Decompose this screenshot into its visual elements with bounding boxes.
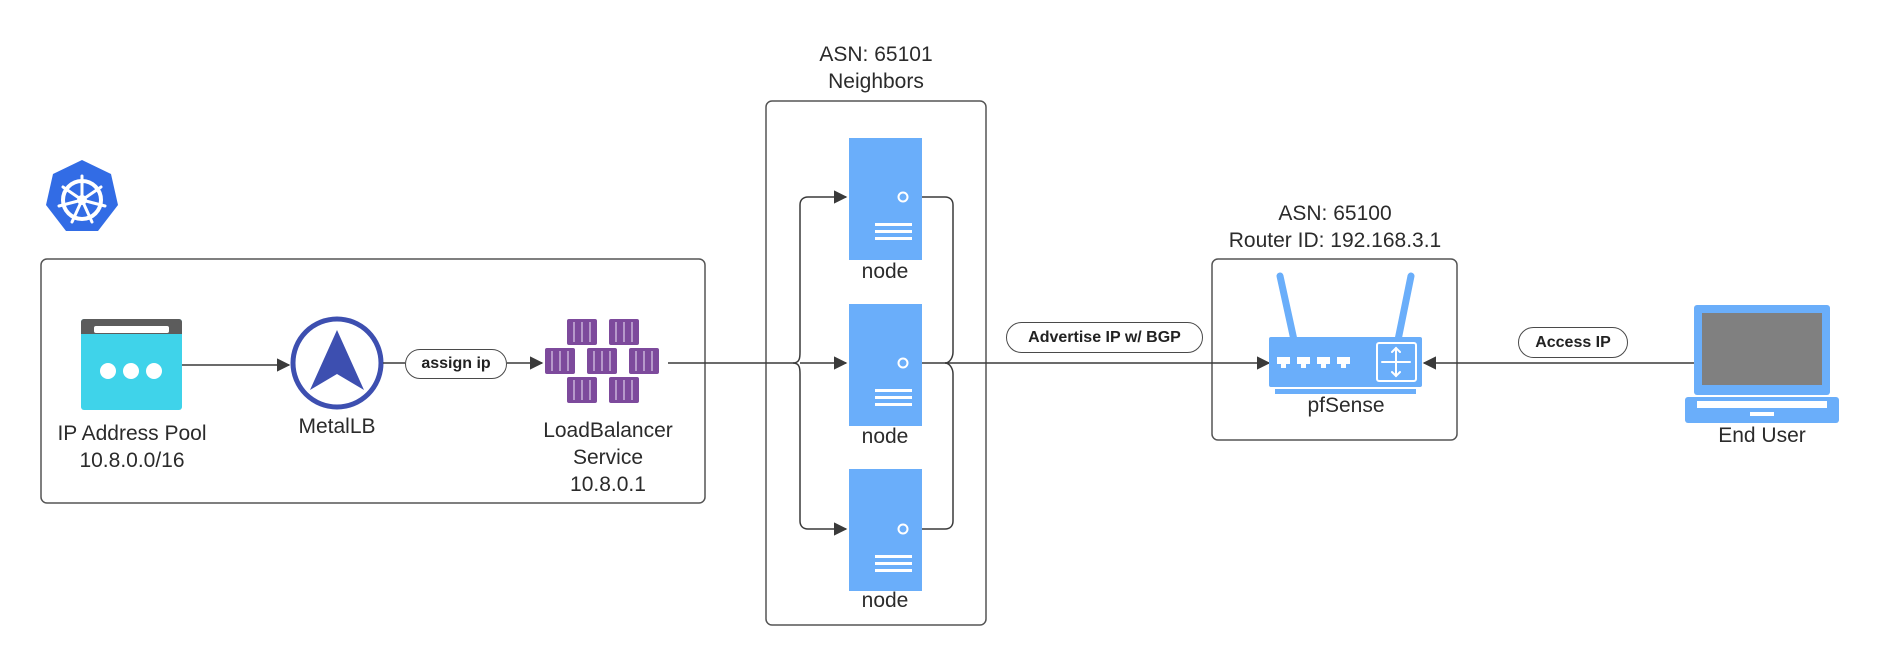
metallb-label: MetalLB — [298, 415, 376, 438]
router-box — [1211, 258, 1458, 441]
load-balancer-icon — [543, 317, 661, 405]
neighbors-asn: ASN: 65101 — [819, 43, 933, 66]
loadbalancer-ip: 10.8.0.1 — [570, 473, 646, 496]
nodes-to-router-connector — [922, 196, 1271, 530]
node-label: node — [861, 425, 909, 448]
laptop-icon — [1685, 305, 1839, 423]
metallb-icon — [290, 316, 384, 410]
lb-to-nodes-connector — [668, 190, 848, 536]
ip-pool-icon — [81, 319, 182, 410]
router-icon — [1269, 272, 1422, 394]
server-icon — [849, 469, 922, 591]
kubernetes-icon — [46, 160, 118, 231]
router-asn: ASN: 65100 — [1278, 202, 1392, 225]
neighbors-title: Neighbors — [828, 70, 924, 93]
access-ip-label: Access IP — [1518, 327, 1628, 358]
loadbalancer-label: LoadBalancer Service 10.8.0.1 — [528, 417, 688, 498]
neighbors-header: ASN: 65101 Neighbors — [776, 41, 976, 95]
router-label: pfSense — [1307, 394, 1385, 417]
loadbalancer-name: LoadBalancer — [543, 419, 673, 442]
kubernetes-cluster-box — [40, 258, 706, 504]
server-icon — [849, 304, 922, 426]
ip-pool-cidr: 10.8.0.0/16 — [79, 449, 185, 472]
router-header: ASN: 65100 Router ID: 192.168.3.1 — [1195, 200, 1475, 254]
server-icon — [849, 138, 922, 260]
node-label: node — [861, 260, 909, 283]
ip-pool-label: IP Address Pool 10.8.0.0/16 — [41, 420, 223, 474]
end-user-label: End User — [1718, 424, 1806, 447]
bgp-label: Advertise IP w/ BGP — [1006, 322, 1203, 353]
node-label: node — [861, 589, 909, 612]
router-id: Router ID: 192.168.3.1 — [1228, 229, 1442, 252]
ip-pool-name: IP Address Pool — [57, 422, 207, 445]
loadbalancer-type: Service — [572, 446, 644, 469]
assign-ip-label: assign ip — [405, 349, 507, 379]
